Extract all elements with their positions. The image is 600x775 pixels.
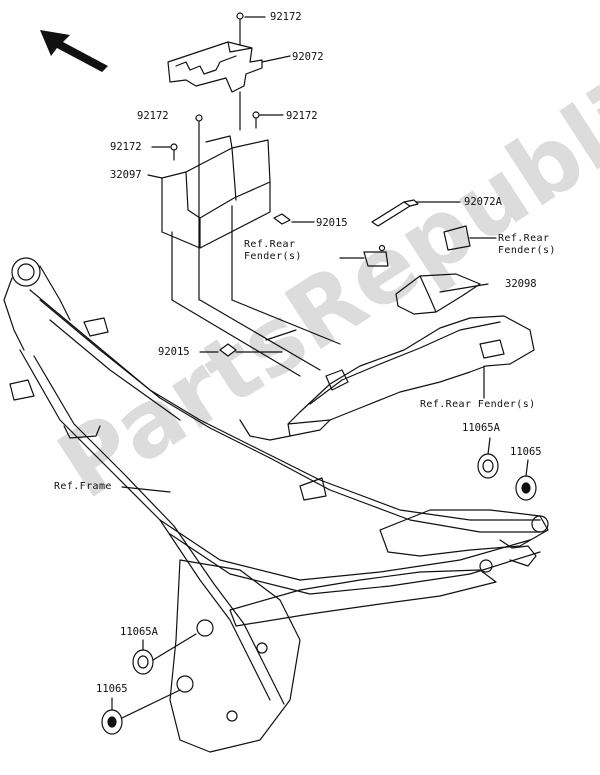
small-bracket [339,225,497,267]
bolt-92172-left [195,114,203,301]
label-92015-upper: 92015 [316,217,348,229]
label-ref-rear-fender-right: Ref.Rear Fender(s) [498,233,556,256]
bracket-92072 [167,41,291,131]
bolt-92172-right [252,111,284,129]
bolt-92172-top [236,12,266,46]
grommet-11065A-right [477,437,499,479]
label-ref-rear-fender-left: Ref.Rear Fender(s) [244,239,302,262]
label-32097: 32097 [110,169,142,181]
label-11065-right: 11065 [510,446,542,458]
ref-frame-leader [121,486,171,493]
damper-11065-left [101,689,181,735]
label-92072A: 92072A [464,196,502,208]
damper-11065-right [515,459,537,501]
label-92172-left: 92172 [137,110,169,122]
main-frame [3,257,549,753]
label-11065A-left: 11065A [120,626,158,638]
clip-92015-lower [199,329,297,357]
label-92172-right: 92172 [286,110,318,122]
clip-92015-upper [273,213,315,225]
label-11065A-right: 11065A [462,422,500,434]
front-direction-arrow-icon [40,30,108,72]
label-ref-rear-fender-bottom: Ref.Rear Fender(s) [420,399,536,410]
label-32098: 32098 [505,278,537,290]
grommet-11065A-left [132,633,197,675]
label-92172-top: 92172 [270,11,302,23]
label-92172-left2: 92172 [110,141,142,153]
strap-92072A [371,199,461,227]
cover-32097 [147,135,271,301]
label-11065-left: 11065 [96,683,128,695]
label-92072: 92072 [292,51,324,63]
rear-frame-32098 [171,273,535,437]
label-ref-frame: Ref.Frame [54,481,112,492]
bolt-92172-left2 [151,143,178,161]
label-92015-lower: 92015 [158,346,190,358]
